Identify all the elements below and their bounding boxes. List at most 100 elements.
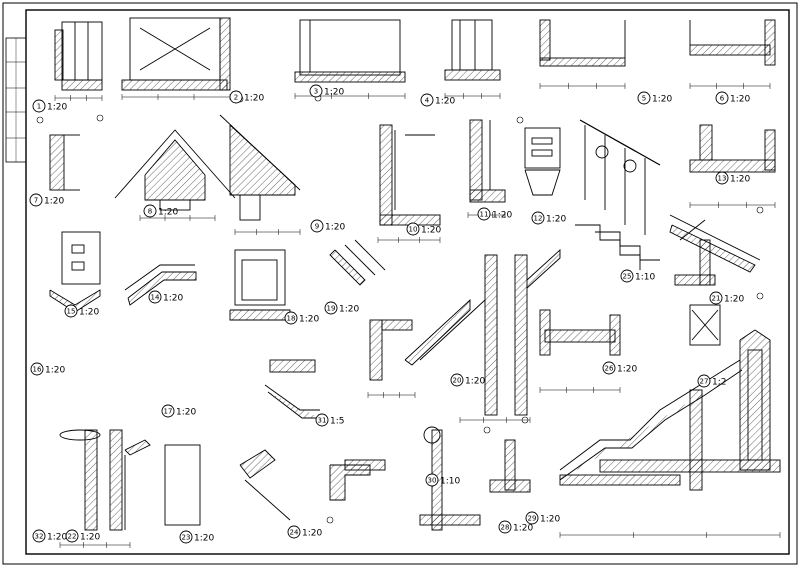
detail-number: 7 — [34, 197, 38, 205]
detail-number: 6 — [720, 95, 725, 103]
detail-number-circle — [32, 99, 46, 113]
title-block-strip — [5, 37, 27, 163]
detail-number: 16 — [33, 366, 42, 374]
detail-label-1: 1 1:20 — [32, 99, 67, 113]
detail-number: 31 — [318, 417, 327, 425]
detail-number-circle — [324, 301, 338, 315]
detail-number-circle — [29, 193, 43, 207]
detail-scale: 1:20 — [45, 366, 65, 376]
detail-scale: 1:20 — [325, 223, 345, 233]
detail-number-circle — [315, 413, 329, 427]
detail-number: 27 — [700, 378, 709, 386]
detail-number: 24 — [290, 529, 299, 537]
detail-scale: 1:20 — [513, 524, 533, 534]
detail-number: 22 — [68, 533, 77, 541]
detail-number: 1 — [37, 103, 41, 111]
detail-number: 2 — [234, 94, 238, 102]
detail-number-circle — [310, 219, 324, 233]
detail-label-8: 8 1:20 — [143, 204, 178, 218]
detail-scale: 1:20 — [465, 377, 485, 387]
detail-number-circle — [64, 304, 78, 318]
detail-scale: 1:20 — [176, 408, 196, 418]
detail-scale: 1:20 — [194, 534, 214, 544]
detail-scale: 1:20 — [80, 533, 100, 543]
detail-scale: 1:20 — [47, 533, 67, 543]
detail-scale: 1:20 — [44, 197, 64, 207]
detail-number-circle — [425, 473, 439, 487]
detail-number-circle — [287, 525, 301, 539]
detail-number-circle — [525, 511, 539, 525]
detail-number: 17 — [164, 408, 173, 416]
detail-scale: 1:20 — [324, 88, 344, 98]
detail-scale: 1:10 — [635, 273, 655, 283]
detail-number: 21 — [712, 295, 721, 303]
detail-number: 20 — [453, 377, 462, 385]
detail-scale: 1:20 — [540, 515, 560, 525]
detail-label-5: 5 1:20 — [637, 91, 672, 105]
detail-scale: 1:20 — [158, 208, 178, 218]
detail-number-circle — [161, 404, 175, 418]
detail-number: 4 — [425, 97, 430, 105]
detail-number: 29 — [528, 515, 537, 523]
detail-number: 32 — [35, 533, 44, 541]
detail-scale: 1:20 — [724, 295, 744, 305]
detail-number: 30 — [428, 477, 437, 485]
detail-number-circle — [32, 529, 46, 543]
detail-number: 19 — [327, 305, 336, 313]
detail-scale: 1:20 — [163, 294, 183, 304]
detail-number-circle — [477, 207, 491, 221]
detail-number: 12 — [534, 215, 543, 223]
detail-number-circle — [637, 91, 651, 105]
detail-number: 5 — [642, 95, 646, 103]
detail-number-circle — [498, 520, 512, 534]
detail-scale: 1:20 — [546, 215, 566, 225]
detail-scale: 1:5 — [330, 417, 344, 427]
detail-scale: 1:20 — [47, 103, 67, 113]
detail-scale: 1:20 — [492, 211, 512, 221]
detail-number: 11 — [480, 211, 489, 219]
detail-number-circle — [179, 530, 193, 544]
detail-number: 25 — [623, 273, 632, 281]
detail-number: 28 — [501, 524, 510, 532]
detail-label-6: 6 1:20 — [715, 91, 750, 105]
detail-number-circle — [450, 373, 464, 387]
detail-number-circle — [420, 93, 434, 107]
detail-number-circle — [697, 374, 711, 388]
detail-number-circle — [143, 204, 157, 218]
detail-number: 18 — [287, 315, 296, 323]
detail-number-circle — [531, 211, 545, 225]
detail-scale: 1:20 — [244, 94, 264, 104]
detail-number: 8 — [148, 208, 152, 216]
detail-number: 13 — [718, 175, 727, 183]
detail-scale: 1:20 — [730, 95, 750, 105]
detail-scale: 1:2 — [712, 378, 726, 388]
detail-scale: 1:20 — [652, 95, 672, 105]
detail-number: 14 — [151, 294, 160, 302]
detail-number-circle — [309, 84, 323, 98]
detail-number: 9 — [315, 223, 319, 231]
detail-scale: 1:20 — [730, 175, 750, 185]
detail-label-7: 7 1:20 — [29, 193, 64, 207]
